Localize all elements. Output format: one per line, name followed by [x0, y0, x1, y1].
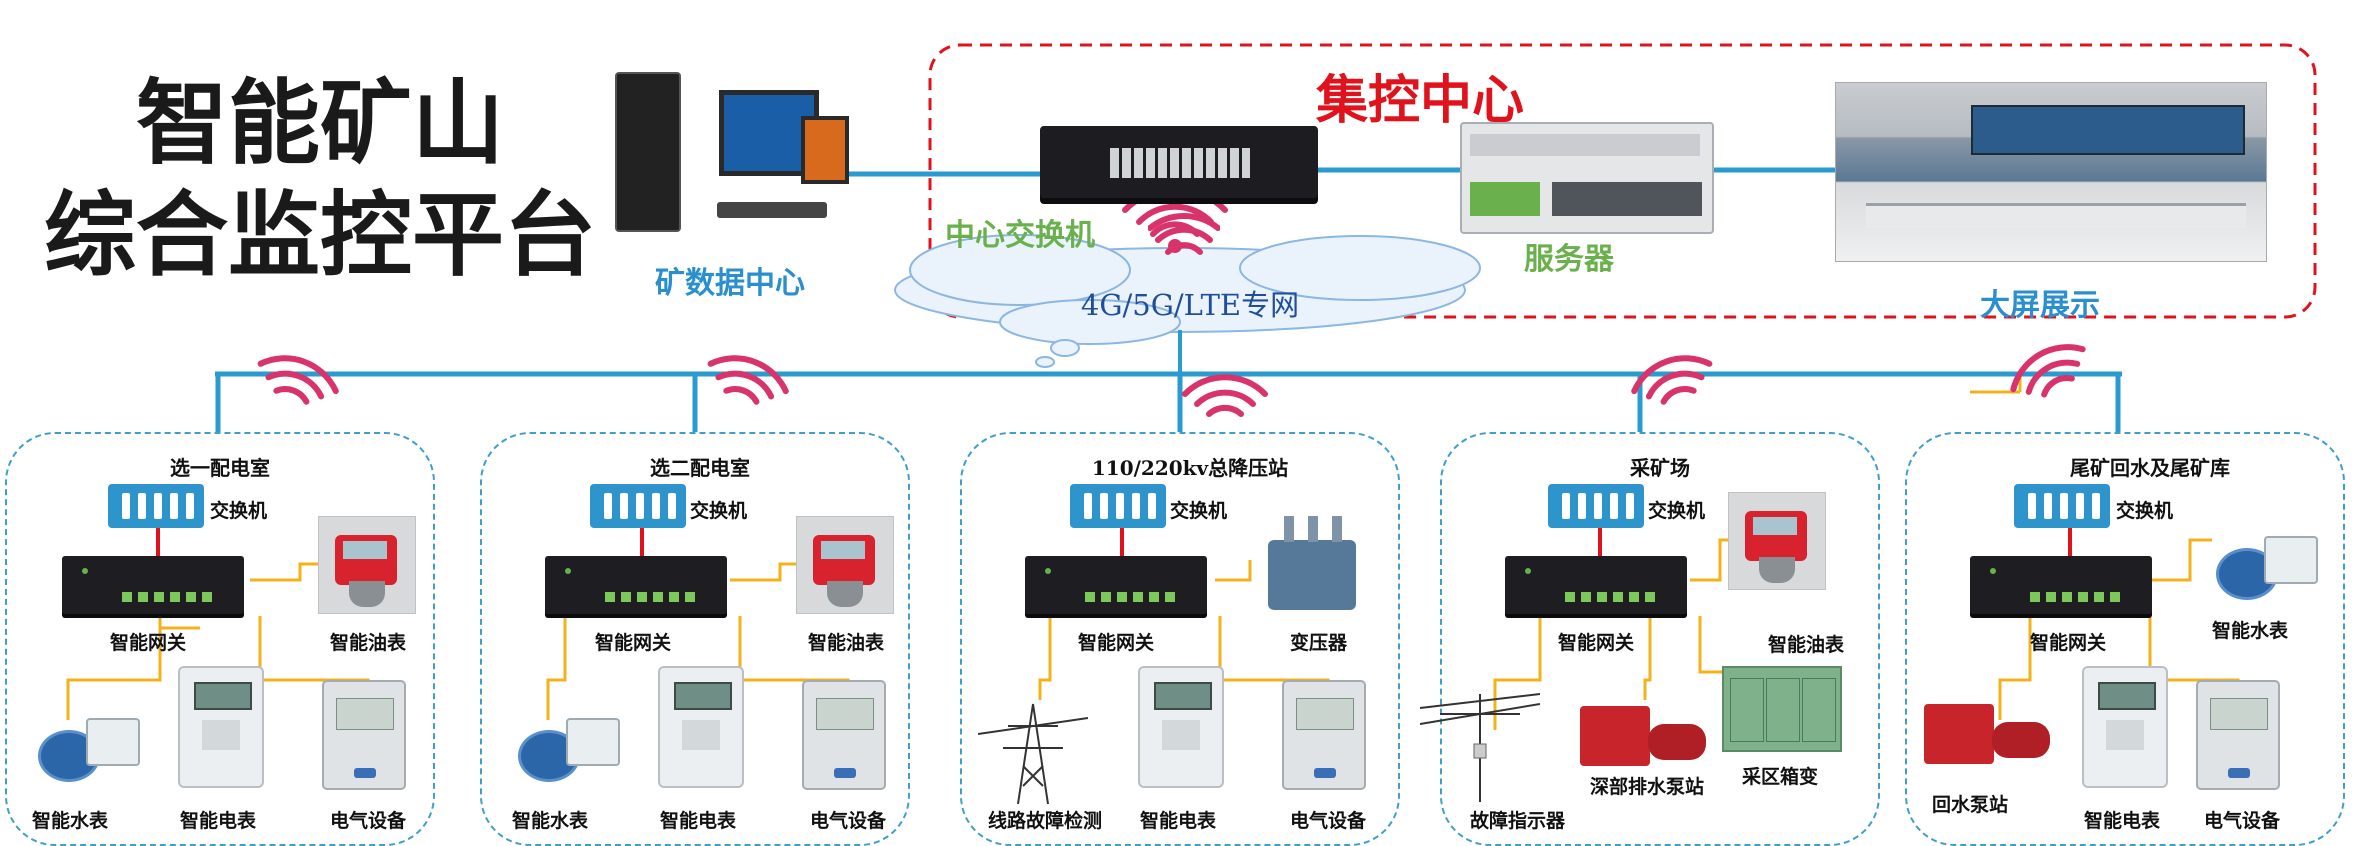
zone-3-device-1-label: 变压器 — [1290, 632, 1348, 654]
data-center-label: 矿数据中心 — [655, 266, 805, 301]
zone-1-switch-icon — [108, 484, 204, 528]
zone-1 — [5, 432, 435, 846]
zone-2-water-meter — [510, 712, 620, 792]
zone-3-switch-icon — [1070, 484, 1166, 528]
zone-5-device-1-label: 智能水表 — [2212, 620, 2289, 642]
zone-4 — [1440, 432, 1880, 846]
network-label: 4G/5G/LTE专网 — [1080, 288, 1300, 322]
zone-1-electrical-device — [322, 680, 406, 790]
zone-2-device-4-label: 电气设备 — [810, 810, 887, 832]
zone-4-title: 采矿场 — [1630, 456, 1690, 480]
zone-4-switch-icon — [1548, 484, 1644, 528]
zone-3-electrical-device — [1282, 680, 1366, 790]
pc-tower — [615, 72, 681, 232]
big-screen-photo — [1835, 82, 2267, 262]
zone-5-gateway-label: 智能网关 — [2030, 632, 2107, 654]
zone-3-gateway — [1025, 556, 1207, 614]
data-center-computer — [615, 64, 849, 234]
zone-4-fault-indicator-pole — [1420, 693, 1540, 802]
zone-2-device-1-label: 智能油表 — [808, 632, 885, 654]
big-screen-label: 大屏展示 — [1980, 288, 2100, 323]
zone-5-title: 尾矿回水及尾矿库 — [2070, 456, 2230, 480]
zone-2-gateway-label: 智能网关 — [595, 632, 672, 654]
server-device — [1460, 122, 1714, 234]
zone-3 — [960, 432, 1400, 846]
zone-4-device-2-label: 故障指示器 — [1470, 810, 1566, 832]
zone-5-device-4-label: 电气设备 — [2204, 810, 2281, 832]
zone-3-device-4-label: 电气设备 — [1290, 810, 1367, 832]
zone-2-electric-meter — [658, 666, 744, 788]
zone-4-gateway — [1505, 556, 1687, 614]
zone-5-switch-label: 交换机 — [2116, 500, 2174, 522]
zone-2-title: 选二配电室 — [650, 456, 750, 480]
zone-1-gateway — [62, 556, 244, 614]
zone-5-electrical-device — [2196, 680, 2280, 790]
core-switch-label: 中心交换机 — [945, 218, 1095, 253]
zone-3-power-tower — [978, 703, 1088, 805]
zone-5-water-meter — [2208, 530, 2318, 610]
zone-4-oil-meter — [1728, 492, 1826, 590]
zone-3-electric-meter — [1138, 666, 1224, 788]
zone-1-device-2-label: 智能水表 — [32, 810, 109, 832]
zone-3-title: 110/220kv总降压站 — [1091, 456, 1289, 480]
keyboard — [717, 202, 827, 218]
network-cloud — [894, 234, 1481, 368]
zone-1-gateway-label: 智能网关 — [110, 632, 187, 654]
zone-3-device-3-label: 智能电表 — [1140, 810, 1217, 832]
main-title: 智能矿山 综合监控平台 — [40, 68, 600, 292]
zone-2-switch-icon — [590, 484, 686, 528]
zone-4-device-3-label: 深部排水泵站 — [1590, 776, 1705, 798]
zone-2-electrical-device — [802, 680, 886, 790]
zone-3-gateway-label: 智能网关 — [1078, 632, 1155, 654]
zone-2-device-3-label: 智能电表 — [660, 810, 737, 832]
zone-1-device-4-label: 电气设备 — [330, 810, 407, 832]
zone-1-title: 选一配电室 — [170, 456, 270, 480]
zone-2-switch-label: 交换机 — [690, 500, 748, 522]
zone-3-switch-label: 交换机 — [1170, 500, 1228, 522]
wifi-icon — [1148, 213, 1220, 255]
main-title-line1: 智能矿山 — [135, 70, 504, 177]
zone-2 — [480, 432, 910, 846]
main-title-line2: 综合监控平台 — [43, 182, 596, 289]
zone-1-oil-meter — [318, 516, 416, 614]
zone-4-switch-label: 交换机 — [1648, 500, 1706, 522]
zone-4-device-1-label: 智能油表 — [1768, 634, 1845, 656]
control-center-title: 集控中心 — [1315, 70, 1524, 131]
zone-2-device-2-label: 智能水表 — [512, 810, 589, 832]
zone-5-gateway — [1970, 556, 2152, 614]
zone-2-oil-meter — [796, 516, 894, 614]
zone-3-transformer — [1262, 512, 1362, 614]
zone-1-device-1-label: 智能油表 — [330, 632, 407, 654]
zone-1-switch-label: 交换机 — [210, 500, 268, 522]
wifi-icons — [257, 185, 2086, 417]
zone-2-gateway — [545, 556, 727, 614]
zone-1-electric-meter — [178, 666, 264, 788]
zone-4-pump-station — [1580, 692, 1710, 772]
zone-4-substation-box — [1722, 666, 1842, 752]
zone-5 — [1905, 432, 2345, 846]
zone-1-device-3-label: 智能电表 — [180, 810, 257, 832]
zone-3-device-2-label: 线路故障检测 — [988, 810, 1103, 832]
zone-5-pump-station — [1924, 690, 2054, 770]
zone-5-electric-meter — [2082, 666, 2168, 788]
zone-5-device-3-label: 智能电表 — [2084, 810, 2161, 832]
zone-5-switch-icon — [2014, 484, 2110, 528]
zone-4-gateway-label: 智能网关 — [1558, 632, 1635, 654]
zone-1-water-meter — [30, 712, 140, 792]
server-label: 服务器 — [1524, 242, 1614, 277]
zone-5-device-2-label: 回水泵站 — [1932, 794, 2009, 816]
zone-4-device-4-label: 采区箱变 — [1742, 766, 1819, 788]
core-switch — [1040, 126, 1318, 198]
monitor-small — [801, 116, 849, 184]
